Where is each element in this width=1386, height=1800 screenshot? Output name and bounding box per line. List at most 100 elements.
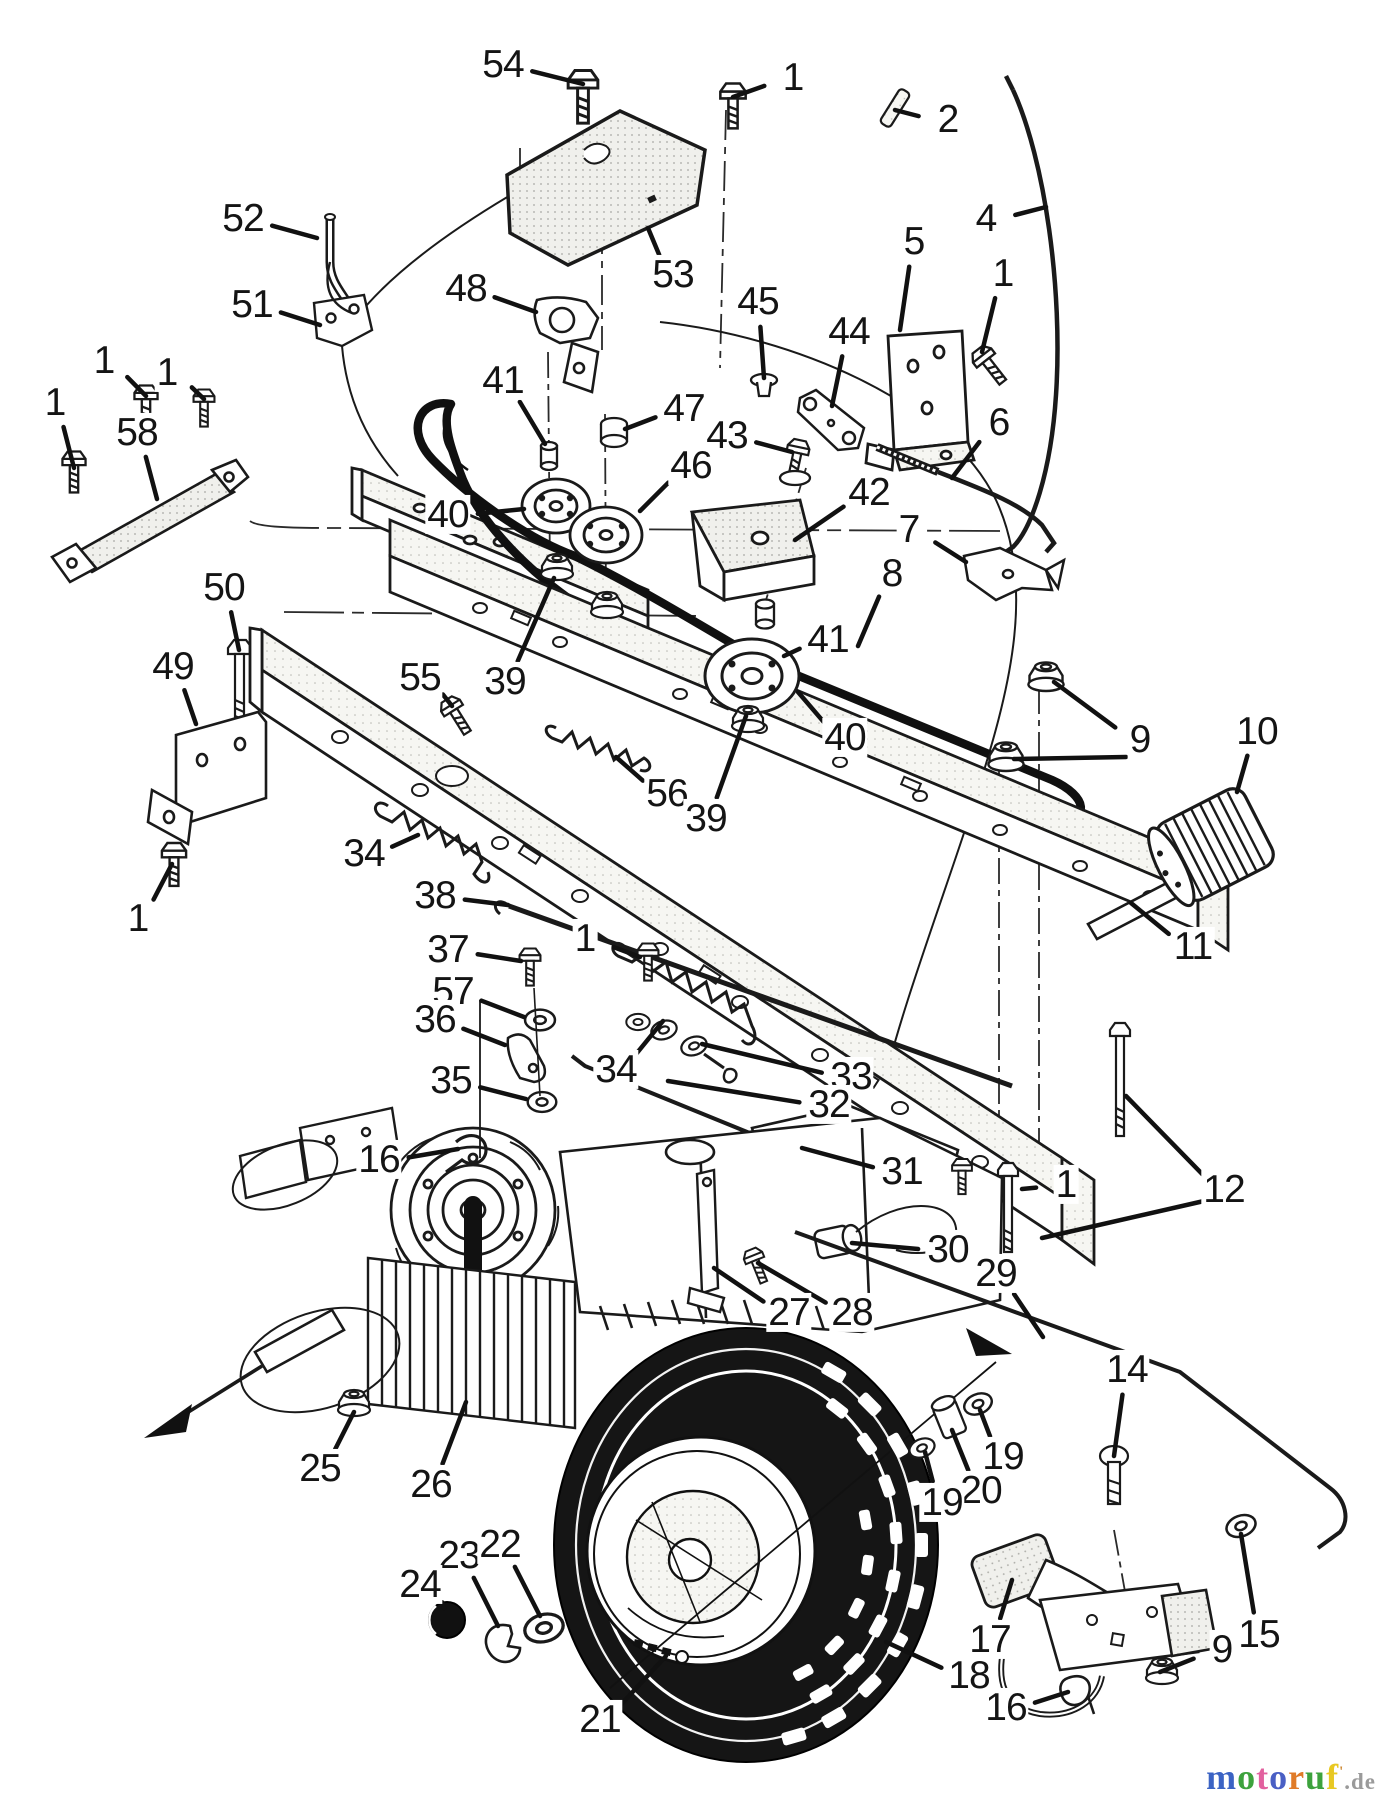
leader-line-16-67 [1032,1689,1071,1705]
leader-line-1-38 [151,861,175,902]
leader-line-40-34 [475,506,527,517]
leader-line-36-42 [461,1026,508,1048]
bolt-50-long [226,638,254,726]
part-callout-30-51: 30 [925,1227,971,1271]
leader-line-28-54 [755,1260,828,1305]
part-callout-8-23: 8 [879,551,905,595]
mounting-plate-53 [505,109,707,267]
spring-34-left [374,801,491,884]
strap-58 [50,458,250,584]
watermark-tick: ' [1339,1764,1345,1781]
leader-line-6-18 [949,439,982,481]
frame-rail-lower [248,626,1096,1267]
leader-line-10-30 [1234,753,1250,795]
part-callout-5-8: 5 [901,219,927,263]
leader-line-19-58 [977,1407,993,1439]
part-callout-1-9: 1 [990,251,1016,295]
leader-line-26-56 [440,1399,469,1467]
part-callout-46-20: 46 [668,443,714,487]
watermark-letter: o [1269,1757,1289,1798]
hub-axis-line [609,1361,997,1689]
leader-line-37-39 [475,952,524,964]
leader-line-40-33 [795,689,827,725]
part-callout-1-40: 1 [572,916,598,960]
flange-nut-39-icon [730,704,766,734]
watermark-letters: motoruf [1206,1757,1339,1798]
clutch-hook-16 [445,1133,488,1174]
leader-line-extra-9 [1011,754,1129,762]
brake-rod-6 [875,443,1057,554]
top-right-group [749,329,1066,602]
leader-line-25-55 [332,1409,357,1452]
bolt-37-icon [518,947,542,987]
wire-plate-to-bracket [355,195,510,319]
pulley-40-engine [703,637,801,715]
spacer-20 [930,1395,968,1440]
idler-stack-group [506,942,660,1114]
carriage-bolt-long [996,1161,1020,1254]
leader-line-51-6 [278,310,323,328]
leader-line-33-45 [699,1041,825,1075]
lever-7 [962,546,1066,602]
part-callout-22-62: 22 [477,1522,523,1566]
part-callout-6-18: 6 [986,400,1012,444]
part-callout-44-11: 44 [826,309,872,353]
spacer-41 [539,440,559,472]
part-callout-51-6: 51 [229,282,275,326]
bushing-47 [599,416,629,449]
leader-line-19-60 [922,1449,935,1484]
leader-line-9-29 [1051,679,1118,730]
part-callout-29-52: 29 [973,1251,1019,1295]
leader-line-47-12 [622,415,658,432]
spring-56 [544,724,652,773]
part-callout-55-27: 55 [397,655,443,699]
part-callout-10-30: 10 [1234,709,1280,753]
washer-22-icon [520,1608,568,1648]
part-callout-9-29: 9 [1127,717,1153,761]
cotter-pin-icon [722,1067,738,1084]
part-callout-36-42: 36 [412,997,458,1041]
direction-arrow-icon [144,1404,192,1438]
part-callout-34-35: 34 [341,831,387,875]
pulley-group [520,416,1065,773]
cable-loop-small [231,1139,339,1211]
washer-19-icon [959,1388,997,1420]
tire-tread [781,1361,928,1746]
leader-line-45-10 [758,324,767,381]
part-callout-35-43: 35 [428,1058,474,1102]
footrest-group [1086,787,1275,941]
part-callout-4-3: 4 [973,196,999,240]
brake-strap-27 [686,1168,726,1314]
pulley-40-upper [520,477,592,535]
leader-line-27-53 [711,1265,766,1304]
leader-line-54-0 [530,69,586,87]
leader-line-14-57 [1111,1392,1125,1459]
part-callout-1-49: 1 [1053,1162,1079,1206]
part-callout-27-53: 27 [766,1290,812,1334]
leader-line-48-7 [492,294,539,315]
e-clip-23 [484,1623,522,1664]
part-callout-49-25: 49 [150,644,196,688]
leader-line-23-61 [471,1575,501,1629]
leader-line-42-21 [792,504,846,543]
leader-line-49-25 [182,687,199,727]
leader-line-8-23 [855,594,882,649]
part-callout-25-55: 25 [297,1446,343,1490]
screw-55-icon [436,692,478,740]
part-callout-48-7: 48 [443,266,489,310]
part-callout-9-68: 9 [1209,1627,1235,1671]
leader-line-56-31 [613,754,646,783]
watermark-letter: m [1206,1757,1238,1798]
part-callout-1-38: 1 [125,896,151,940]
part-callout-54-0: 54 [480,42,526,86]
leader-line-57-41 [479,998,527,1020]
leader-line-1-9 [979,295,998,355]
link-36 [506,1033,547,1084]
leader-line-21-64 [619,1653,669,1707]
leader-line-1-14 [125,374,149,399]
leader-line-41-19 [517,399,548,447]
part-callout-28-54: 28 [829,1290,875,1334]
wire-bracket-down [341,345,399,477]
leader-line-1-40 [611,944,643,960]
part-callout-7-22: 7 [896,507,922,551]
